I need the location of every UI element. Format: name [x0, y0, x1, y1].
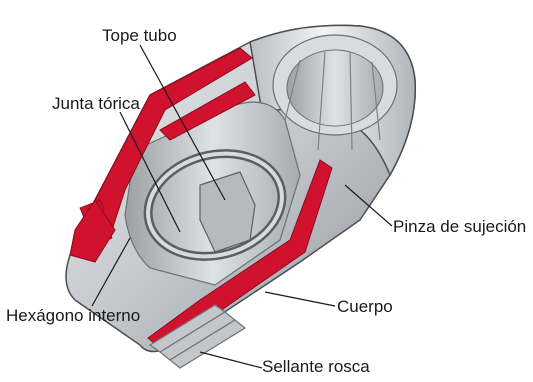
label-pinza-sujecion: Pinza de sujeción: [393, 217, 526, 237]
label-tope-tubo: Tope tubo: [102, 26, 177, 46]
leader-sellante: [200, 352, 262, 368]
label-cuerpo: Cuerpo: [337, 297, 393, 317]
leader-cuerpo: [265, 292, 335, 306]
label-hexagono-interno: Hexágono interno: [6, 306, 140, 326]
label-junta-torica: Junta tórica: [52, 94, 140, 114]
label-sellante-rosca: Sellante rosca: [262, 357, 370, 377]
